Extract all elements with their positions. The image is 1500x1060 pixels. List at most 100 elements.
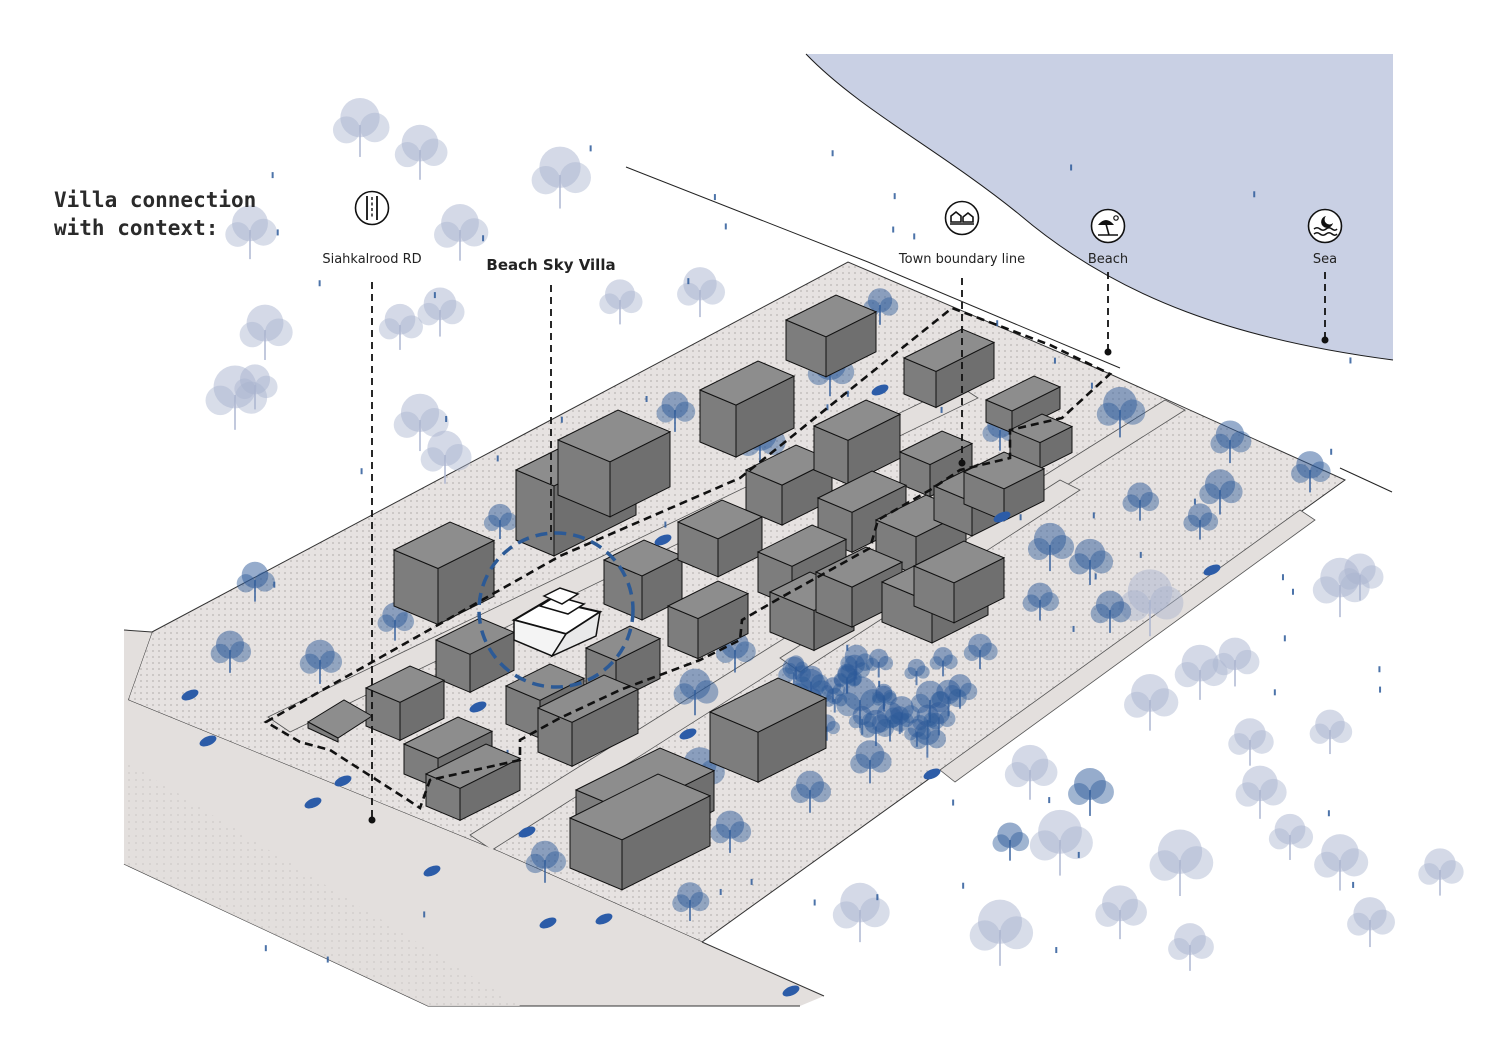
tree-icon xyxy=(904,658,930,686)
person-figure xyxy=(687,278,690,285)
tree-icon xyxy=(840,644,874,680)
tree-icon xyxy=(923,702,956,736)
building-block xyxy=(698,360,796,458)
tree-icon xyxy=(850,740,892,784)
car-icon xyxy=(518,826,536,838)
person-figure xyxy=(664,521,667,528)
tree-icon xyxy=(1210,420,1252,464)
label-town-boundary-line: Town boundary line xyxy=(898,252,1026,267)
person-figure xyxy=(589,145,592,152)
tree-icon xyxy=(1119,569,1184,637)
person-figure xyxy=(1253,191,1256,198)
cars-layer xyxy=(181,384,1221,997)
building-block xyxy=(744,444,834,526)
person-figure xyxy=(645,395,648,402)
person-figure xyxy=(846,390,849,397)
person-figure xyxy=(271,172,274,179)
tree-icon xyxy=(1309,709,1353,755)
tree-icon xyxy=(884,696,920,733)
person-figure xyxy=(719,888,722,895)
tree-icon xyxy=(1418,848,1464,896)
building-block xyxy=(902,328,996,409)
person-figure xyxy=(878,680,881,687)
tree-icon xyxy=(1314,834,1369,891)
tree-icon xyxy=(1199,469,1243,515)
person-figure xyxy=(846,644,849,651)
tree-icon xyxy=(525,840,567,883)
person-figure xyxy=(1053,357,1056,364)
leader-lines xyxy=(371,272,1326,818)
person-figure xyxy=(445,415,448,422)
person-figure xyxy=(1273,689,1276,696)
building-block xyxy=(814,546,904,628)
tree-icon xyxy=(531,146,591,209)
tree-icon xyxy=(848,705,877,735)
sea-area xyxy=(806,54,1393,360)
person-figure xyxy=(1283,635,1286,642)
tree-icon xyxy=(1291,451,1331,493)
tree-icon xyxy=(865,648,894,678)
sidewalk-edge xyxy=(701,941,825,997)
tree-icon xyxy=(210,630,252,673)
road-icon xyxy=(354,190,390,226)
person-figure xyxy=(940,406,943,413)
person-figure xyxy=(1193,498,1196,505)
tree-icon xyxy=(420,430,472,484)
tree-icon xyxy=(1235,765,1287,819)
person-figure xyxy=(360,468,363,475)
person-figure xyxy=(1378,666,1381,673)
car-icon xyxy=(871,384,889,396)
label-beach: Beach xyxy=(1087,252,1129,267)
person-figure xyxy=(1092,512,1095,519)
person-figure xyxy=(826,404,829,411)
person-figure xyxy=(913,233,916,240)
person-figure xyxy=(1291,588,1294,595)
tree-icon xyxy=(378,303,423,350)
car-icon xyxy=(993,511,1011,523)
villa-highlight-ring xyxy=(477,531,635,689)
tree-icon xyxy=(1168,923,1214,971)
tree-icon xyxy=(929,647,958,677)
car-icon xyxy=(199,735,217,747)
person-figure xyxy=(1055,947,1058,954)
building-block xyxy=(912,540,1006,624)
tree-icon xyxy=(1347,897,1395,948)
car-icon xyxy=(923,768,941,780)
sea-waves-moon-icon xyxy=(1307,208,1343,244)
tree-icon xyxy=(1090,590,1132,633)
person-figure xyxy=(892,226,895,233)
building-block xyxy=(568,773,712,891)
tree-icon xyxy=(832,882,890,943)
tree-icon xyxy=(205,365,268,430)
tree-icon xyxy=(1183,503,1219,540)
person-figure xyxy=(1048,797,1051,804)
road-edge-upper xyxy=(123,629,153,633)
person-figure xyxy=(560,416,563,423)
person-figure xyxy=(326,956,329,963)
tree-icon xyxy=(236,561,275,602)
building-block xyxy=(676,499,764,578)
person-figure xyxy=(1330,448,1333,455)
person-figure xyxy=(1070,164,1073,171)
town-houses-icon xyxy=(944,200,980,236)
building-block xyxy=(812,399,902,486)
building-block xyxy=(984,375,1062,434)
person-figure xyxy=(724,223,727,230)
person-figure xyxy=(750,878,753,885)
person-figure xyxy=(273,581,276,588)
car-icon xyxy=(469,701,487,713)
tree-icon xyxy=(969,899,1034,966)
person-figure xyxy=(1094,573,1097,580)
tree-icon xyxy=(1022,582,1059,621)
tree-icon xyxy=(673,668,719,716)
tree-icon xyxy=(1027,522,1075,572)
person-figure xyxy=(996,320,999,327)
person-figure xyxy=(813,899,816,906)
person-figure xyxy=(1352,881,1355,888)
car-icon xyxy=(539,917,557,929)
car-icon xyxy=(782,985,800,997)
buildings-layer xyxy=(306,294,1074,891)
tree-icon xyxy=(821,677,846,703)
person-figure xyxy=(318,280,321,287)
